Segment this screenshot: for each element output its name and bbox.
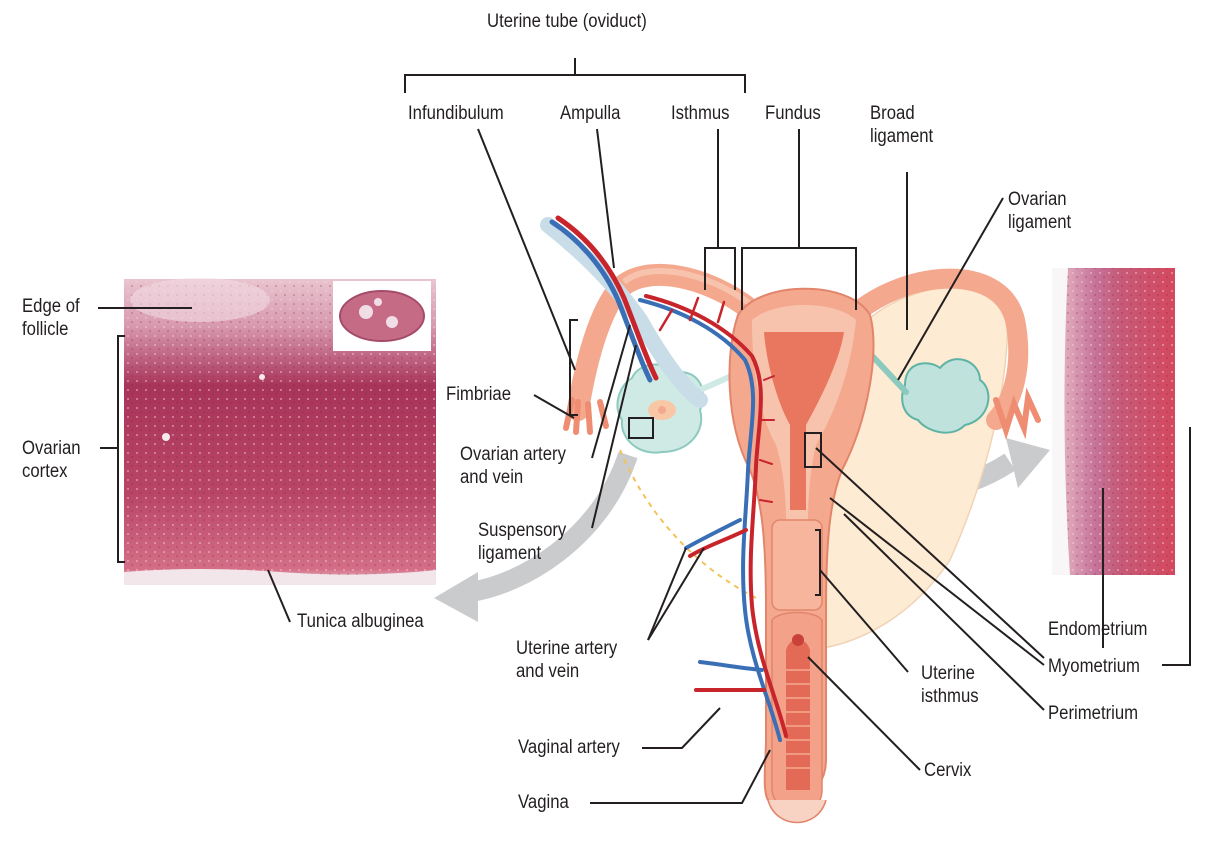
ovary-zoom-box <box>628 417 654 439</box>
right-ovary <box>901 358 990 434</box>
right-uterine-tube <box>838 268 1029 430</box>
label-myometrium: Myometrium <box>1048 656 1140 677</box>
label-cervix: Cervix <box>924 760 972 781</box>
leader-lines <box>98 58 1191 804</box>
label-ovarian-artery-vein: Ovarian artery and vein <box>460 444 566 488</box>
uterus-shape <box>728 287 875 824</box>
uterus-histology-panel <box>1052 268 1175 575</box>
label-tunica-albuginea: Tunica albuginea <box>297 611 424 632</box>
label-perimetrium: Perimetrium <box>1048 703 1139 724</box>
label-uterine-tube: Uterine tube (oviduct) <box>487 11 647 32</box>
label-uterine-isthmus: Uterine isthmus <box>921 663 979 707</box>
label-edge-of-follicle: Edge of follicle <box>22 296 80 340</box>
uterus-zoom-box <box>804 432 822 468</box>
ovary-histology-panel <box>124 278 436 585</box>
label-uterine-artery-vein: Uterine artery and vein <box>516 638 618 682</box>
label-isthmus: Isthmus <box>671 103 730 124</box>
blood-vessels <box>549 215 788 742</box>
ovary-thumbnail-inset <box>333 281 431 351</box>
label-ovarian-ligament: Ovarian ligament <box>1008 189 1072 233</box>
label-ovarian-cortex: Ovarian cortex <box>22 438 81 482</box>
label-fimbriae: Fimbriae <box>446 384 512 405</box>
label-vaginal-artery: Vaginal artery <box>518 737 620 758</box>
label-endometrium: Endometrium <box>1048 619 1148 640</box>
label-suspensory-ligament: Suspensory ligament <box>478 520 567 564</box>
label-vagina: Vagina <box>518 792 569 813</box>
label-ampulla: Ampulla <box>560 103 621 124</box>
label-broad-ligament: Broad ligament <box>870 103 934 147</box>
magnify-arrow-left <box>434 451 638 622</box>
label-infundibulum: Infundibulum <box>408 103 504 124</box>
label-fundus: Fundus <box>765 103 821 124</box>
